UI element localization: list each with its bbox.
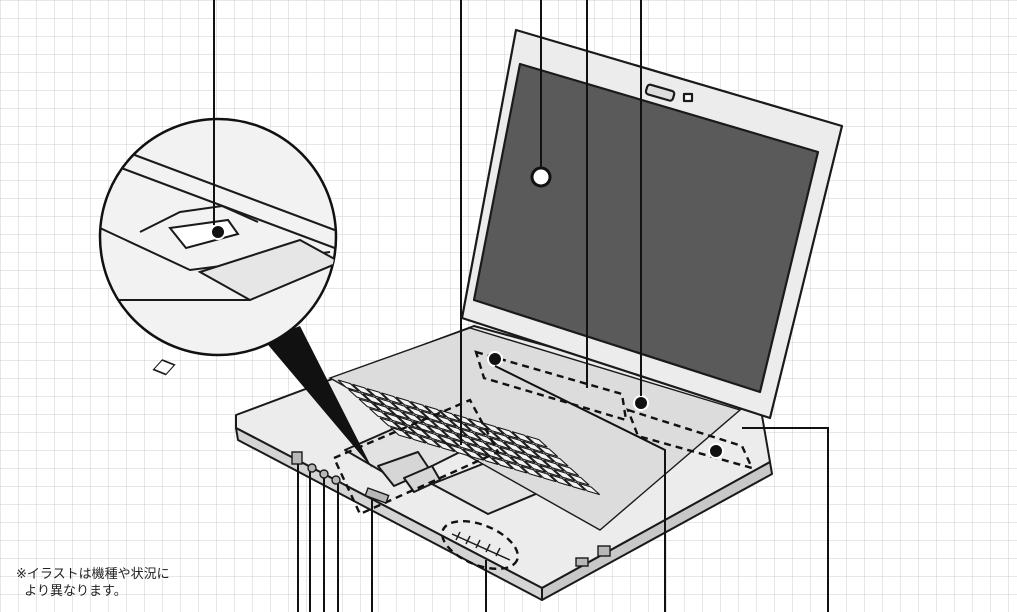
keyboard-key [468, 418, 490, 431]
keyboard-key [352, 383, 374, 397]
keyboard-key [547, 454, 569, 467]
keyboard-key [497, 426, 519, 440]
keyboard-key [506, 461, 528, 474]
keyboard-key [536, 444, 559, 458]
leader-lines [213, 0, 829, 612]
keyboard-key [381, 392, 403, 405]
keyboard-marker [487, 351, 503, 367]
keyboard-key [408, 426, 431, 439]
keyboard-key [362, 393, 385, 406]
display-lid [460, 28, 844, 420]
keyboard-key [535, 469, 557, 483]
keyboard-key [549, 474, 572, 487]
keyboard-key [532, 450, 555, 463]
keyboard-key [387, 407, 410, 420]
keyboard-key [543, 459, 565, 472]
zoom-callout [98, 117, 372, 468]
keyboard-key [412, 420, 435, 434]
keyboard-key [553, 469, 576, 482]
keyboard-key [462, 448, 485, 461]
keyboard-key [526, 435, 548, 448]
keyboard-key [369, 407, 391, 421]
keyboard-key [564, 478, 586, 491]
keyboard-key [518, 445, 540, 459]
keyboard-key [499, 446, 522, 459]
dashed-highlights [332, 350, 755, 571]
keyboard-key [477, 452, 499, 466]
keyboard-key [433, 439, 456, 453]
keyboard-key [437, 434, 460, 447]
keyboard-key [404, 431, 427, 444]
keyboard-key [358, 398, 381, 411]
keyboard-key [491, 457, 514, 470]
keyboard-key [466, 443, 489, 456]
keyboard-key [464, 423, 486, 436]
keyboard-key [507, 436, 530, 449]
keyboard-key [391, 401, 414, 415]
keyboard-key [514, 450, 536, 464]
display-screen [472, 62, 820, 394]
keyboard-key [427, 425, 449, 438]
side-ports [291, 451, 611, 567]
screen-marker [530, 166, 552, 188]
keyboard-key [460, 428, 482, 441]
keyboard-key [398, 416, 420, 429]
keyboard [152, 327, 742, 531]
indicator-marker [633, 395, 649, 411]
keyboard-key [453, 413, 476, 427]
keyboard-key [557, 463, 580, 477]
keyboard-key [511, 431, 534, 444]
keyboard-key [510, 456, 532, 469]
keyboard-key [503, 441, 526, 454]
keyboard-key [383, 412, 406, 425]
keyboard-key [474, 432, 497, 446]
keyboard-key [366, 388, 389, 401]
keyboard-key [495, 451, 518, 465]
keyboard-key [435, 414, 457, 428]
keyboard-key [373, 402, 395, 416]
keyboard-keys [337, 379, 601, 496]
keyboard-key [470, 438, 493, 451]
keyboard-key [441, 429, 464, 442]
keyboard-key [528, 455, 551, 468]
keyboard-key [522, 440, 544, 453]
keyboard-key [539, 464, 561, 478]
keyboard-key [481, 447, 503, 460]
speaker-grille [451, 531, 511, 561]
keyboard-key [402, 411, 424, 424]
keyboard-key [568, 473, 590, 486]
keyboard-key [578, 482, 601, 496]
keyboard-key [485, 442, 507, 455]
keyboard-key [410, 400, 432, 414]
keyboard-key [489, 437, 511, 450]
keyboard-key [423, 430, 445, 443]
keyboard-key [448, 444, 470, 457]
keyboard-key [390, 426, 412, 440]
illustration-note: ※イラストは機種や状況に より異なります。 [16, 567, 170, 599]
keyboard-key [348, 388, 370, 402]
keyboard-key [377, 397, 399, 410]
keyboard-key [520, 465, 543, 478]
keyboard-key [419, 435, 441, 448]
keyboard-key [482, 422, 505, 435]
enter-marker [708, 443, 724, 459]
keyboard-key [420, 410, 443, 423]
keyboard-key [424, 405, 447, 418]
keyboard-key [493, 431, 515, 445]
keyboard-key [431, 419, 453, 433]
keyboard-key [395, 396, 418, 409]
keyboard-key [337, 379, 360, 392]
keyboard-key [524, 460, 547, 473]
